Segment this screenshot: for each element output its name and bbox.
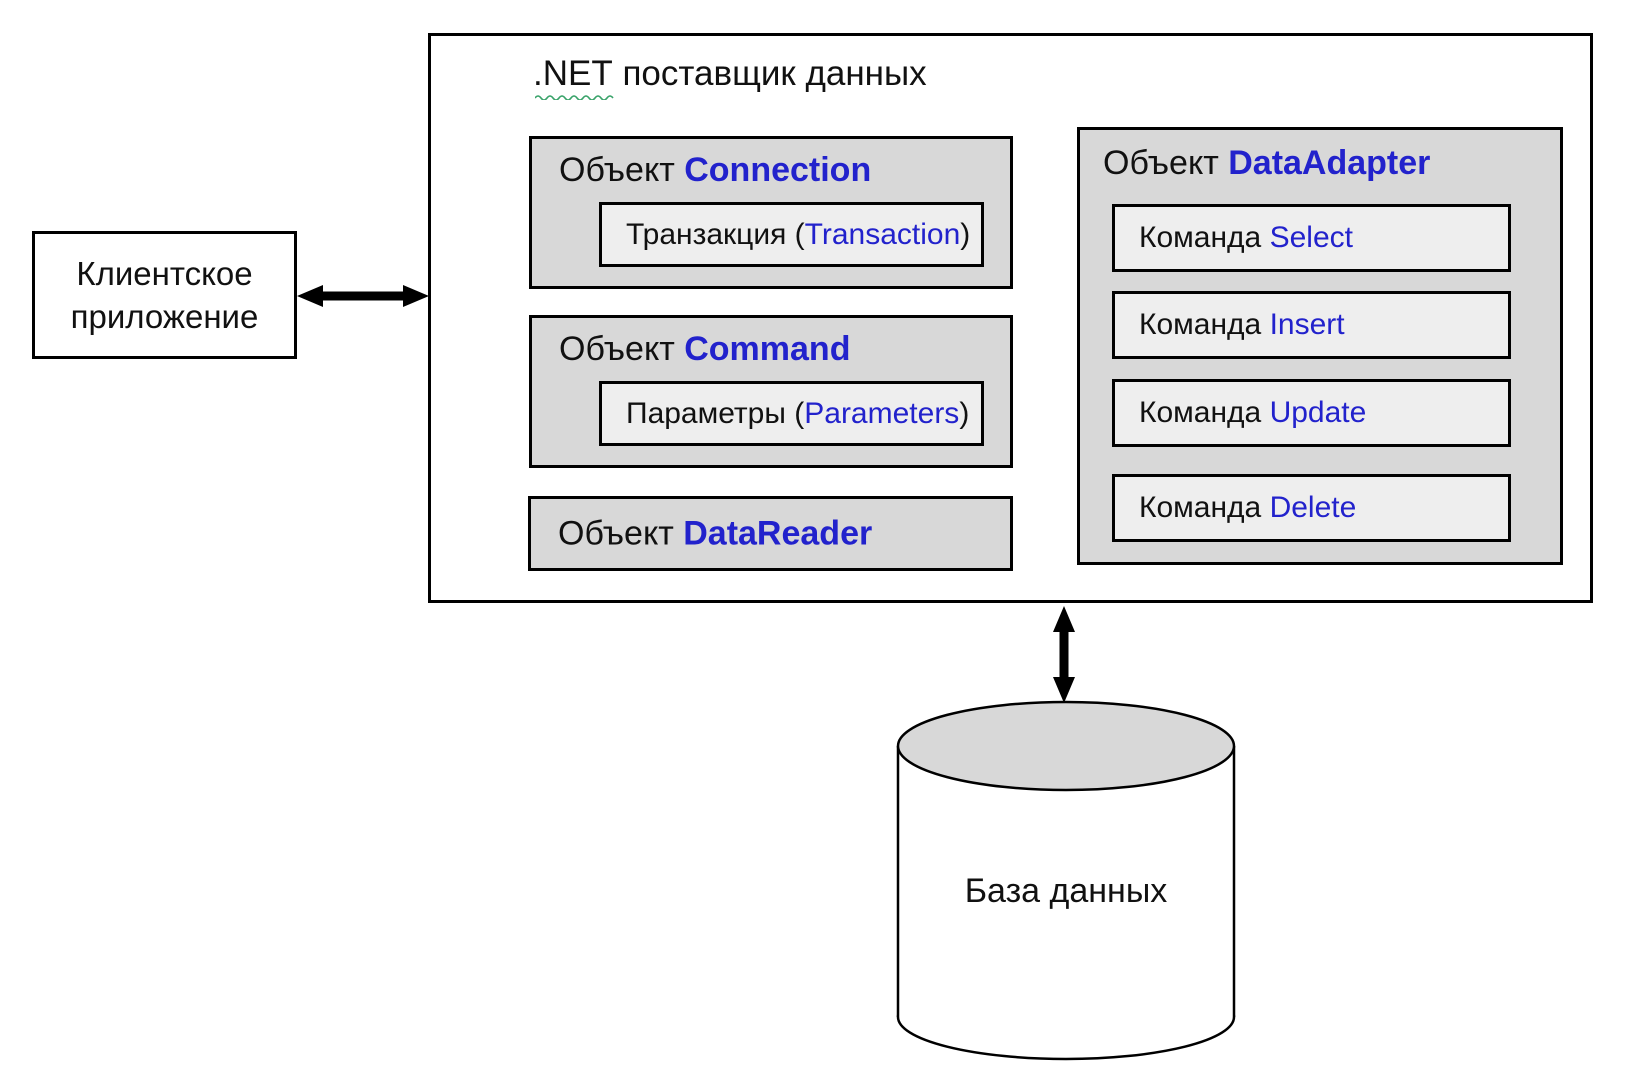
parameters-name: Parameters [804, 396, 960, 430]
command-object-label: Объект Command [559, 330, 850, 369]
parameters-box: Параметры (Parameters) [599, 381, 984, 446]
update-prefix: Команда [1139, 396, 1262, 429]
connection-prefix: Объект [559, 151, 675, 189]
transaction-label: Транзакция ( [626, 217, 805, 251]
client-application-label: Клиентское приложение [70, 255, 259, 335]
command-object-box: Объект Command Параметры (Parameters) [529, 315, 1013, 468]
client-application-box: Клиентское приложение [32, 231, 297, 359]
dataadapter-name: DataAdapter [1228, 144, 1431, 182]
datareader-prefix: Объект [558, 514, 674, 552]
datareader-object-label: Объект DataReader [558, 514, 872, 553]
parameters-label: Параметры ( [626, 396, 805, 430]
datareader-object-box: Объект DataReader [528, 496, 1013, 571]
transaction-name: Transaction [804, 217, 961, 251]
insert-prefix: Команда [1139, 308, 1262, 341]
title-rest-text: поставщик данных [622, 54, 927, 93]
dataadapter-object-label: Объект DataAdapter [1103, 144, 1430, 183]
insert-command-label: Команда Insert [1139, 308, 1345, 342]
select-prefix: Команда [1139, 221, 1262, 254]
insert-command-box: Команда Insert [1112, 291, 1511, 359]
delete-prefix: Команда [1139, 491, 1262, 524]
update-name: Update [1269, 396, 1367, 429]
datareader-name: DataReader [683, 514, 873, 552]
delete-name: Delete [1269, 491, 1357, 524]
title-net-wrap: .NET [533, 54, 614, 100]
select-command-label: Команда Select [1139, 221, 1353, 255]
connection-name: Connection [684, 151, 872, 189]
update-command-box: Команда Update [1112, 379, 1511, 447]
transaction-close: ) [960, 217, 971, 251]
net-data-provider-box: .NET поставщик данных Объект Connection … [428, 33, 1593, 603]
connection-object-label: Объект Connection [559, 151, 871, 190]
insert-name: Insert [1269, 308, 1345, 341]
select-command-box: Команда Select [1112, 204, 1511, 272]
parameters-close: ) [959, 396, 970, 430]
command-name: Command [684, 330, 851, 368]
database-label: База данных [964, 872, 1168, 910]
delete-command-label: Команда Delete [1139, 491, 1356, 525]
command-prefix: Объект [559, 330, 675, 368]
select-name: Select [1269, 221, 1353, 254]
dataadapter-prefix: Объект [1103, 144, 1219, 182]
connection-object-box: Объект Connection Транзакция (Transactio… [529, 136, 1013, 289]
client-provider-arrow [297, 285, 429, 307]
update-command-label: Команда Update [1139, 396, 1366, 430]
database-cylinder [896, 700, 1236, 1061]
title-net-text: .NET [533, 54, 613, 93]
provider-database-arrow [1053, 606, 1075, 703]
transaction-box: Транзакция (Transaction) [599, 202, 984, 267]
dataadapter-object-box: Объект DataAdapter Команда Select Команд… [1077, 127, 1563, 565]
provider-title: .NET поставщик данных [533, 54, 927, 100]
spellcheck-squiggle-icon [535, 95, 614, 100]
delete-command-box: Команда Delete [1112, 474, 1511, 542]
